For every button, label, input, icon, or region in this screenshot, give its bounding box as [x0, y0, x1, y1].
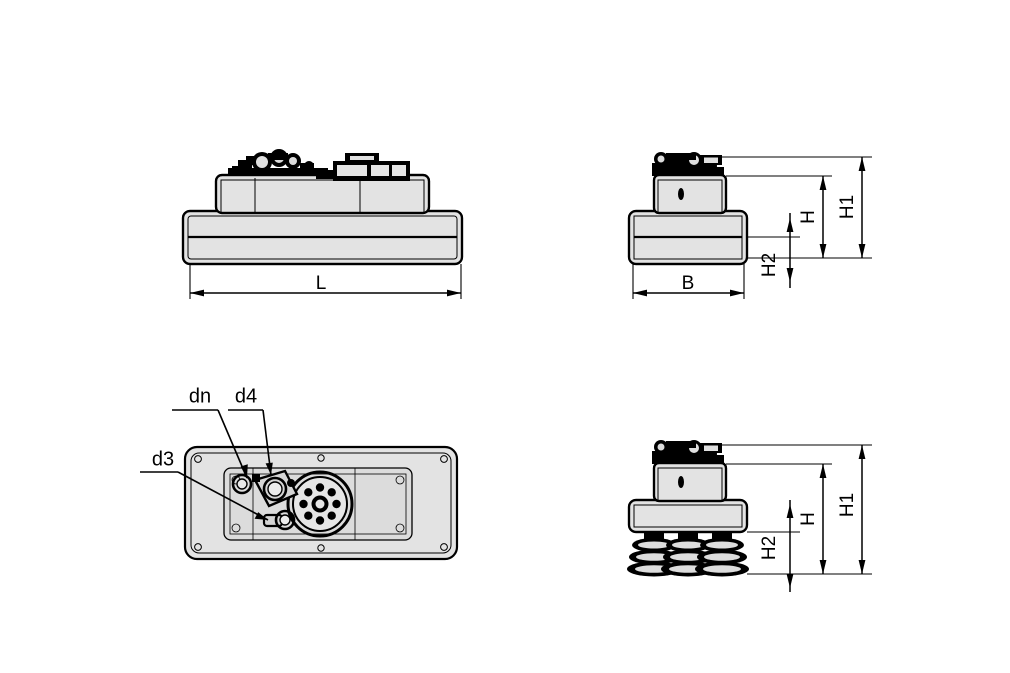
front-view-motor-cluster [228, 149, 328, 176]
dimension-H2: H2 [759, 213, 794, 288]
plan-view-port-d4 [252, 469, 299, 508]
callout-d4: d4 [228, 385, 273, 476]
plan-view-fixing-screws [194, 454, 448, 552]
side-view: B H H1 H2 [627, 152, 872, 299]
side-view-motor-cluster [652, 152, 724, 176]
bellows-cup-3 [695, 532, 749, 577]
callout-d3: d3 [140, 448, 269, 521]
dimension-label-H: H [798, 210, 819, 224]
plan-view: dn d4 d3 [140, 385, 459, 561]
dimension-H-bellows: H [798, 464, 827, 574]
bellows-view-body [652, 461, 728, 503]
plan-view-inner-plate [190, 452, 452, 554]
bellows-view-witness-lines [700, 444, 872, 575]
callout-label-d4: d4 [235, 385, 257, 407]
bellows-view-base-plate [627, 498, 749, 534]
callout-dn: dn [172, 385, 248, 479]
dimension-label-H-bellows: H [798, 512, 819, 526]
bellows-view-motor-cluster [652, 440, 724, 464]
dimension-B: B [632, 264, 745, 299]
plan-view-central-flange [286, 470, 354, 538]
side-view-witness-lines [700, 156, 872, 259]
callout-label-dn: dn [189, 385, 211, 407]
front-view: L [181, 149, 464, 299]
side-view-body [652, 173, 728, 215]
dimension-label-L: L [316, 273, 327, 294]
dimension-label-H1: H1 [837, 195, 858, 219]
dimension-label-H2-bellows: H2 [759, 536, 780, 560]
dimension-label-H2: H2 [759, 253, 780, 277]
front-view-base-plate [181, 209, 464, 266]
dimension-H1: H1 [837, 157, 866, 258]
plan-view-port-dn [231, 473, 253, 495]
dimension-H: H [798, 176, 827, 258]
dimension-L: L [189, 264, 462, 299]
bellows-suction-cups [627, 532, 749, 577]
side-view-bellows: H H1 H2 [627, 440, 872, 592]
side-view-base-plate [627, 209, 749, 266]
plan-view-port-d3 [262, 509, 296, 531]
dimension-label-B: B [682, 273, 695, 294]
dimension-H1-bellows: H1 [837, 445, 866, 574]
dimension-label-H1-bellows: H1 [837, 493, 858, 517]
front-view-valve-box [316, 153, 410, 181]
callout-label-d3: d3 [152, 448, 174, 470]
dimension-H2-bellows: H2 [759, 500, 794, 592]
